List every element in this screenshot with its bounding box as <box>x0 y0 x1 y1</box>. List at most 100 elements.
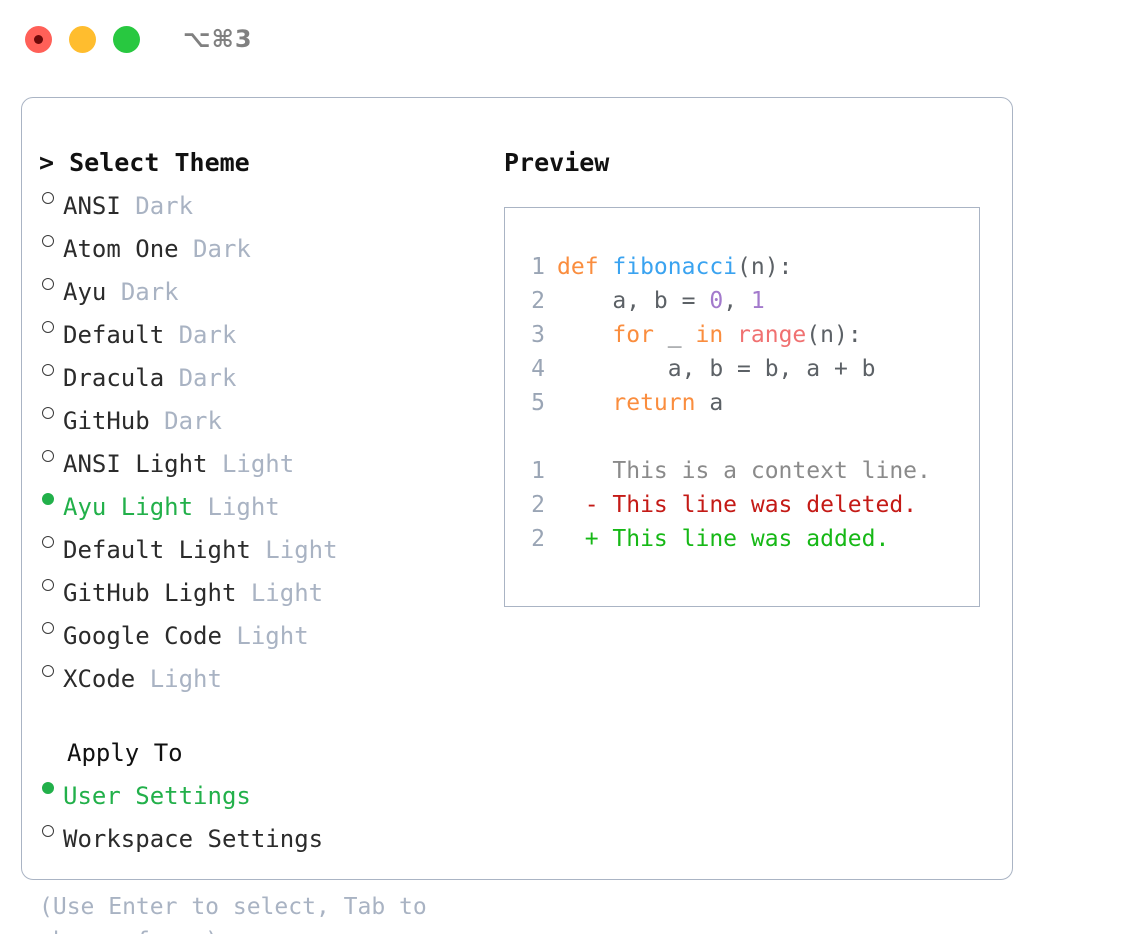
radio-unselected-icon <box>39 266 63 300</box>
recording-indicator-icon <box>34 34 43 44</box>
code-line: 4 a, b = b, a + b <box>519 352 979 386</box>
traffic-light-buttons <box>25 25 140 53</box>
section-spacer <box>39 696 487 736</box>
code-line-number: 2 <box>531 288 545 314</box>
radio-unselected-icon <box>39 610 63 644</box>
code-token-kw: return <box>612 390 696 416</box>
preview-heading: Preview <box>504 148 610 177</box>
code-line: 2 a, b = 0, 1 <box>519 284 979 318</box>
theme-option-variant: Light <box>149 665 222 693</box>
apply-to-option-label: User Settings <box>63 782 251 810</box>
theme-option-variant: Light <box>207 493 280 521</box>
theme-option-label: ANSI Light <box>63 450 208 478</box>
theme-option[interactable]: Atom One Dark <box>39 223 487 266</box>
code-token-plain: _ <box>653 322 696 348</box>
theme-option-label: Ayu <box>63 278 107 306</box>
label-spacer <box>236 576 250 610</box>
radio-circle <box>42 321 54 333</box>
theme-option[interactable]: Dracula Dark <box>39 352 487 395</box>
theme-option[interactable]: Ayu Dark <box>39 266 487 309</box>
code-line-content: a, b = b, a + b <box>557 352 876 386</box>
theme-option[interactable]: XCode Light <box>39 653 487 696</box>
code-line-content: def fibonacci(n): <box>557 250 792 284</box>
radio-unselected-icon <box>39 567 63 601</box>
radio-circle <box>42 364 54 376</box>
theme-option-label: Dracula <box>63 364 165 392</box>
label-spacer <box>121 189 135 223</box>
apply-to-option[interactable]: Workspace Settings <box>39 813 487 856</box>
code-token-plain: (n): <box>806 322 862 348</box>
code-token-plain <box>723 322 737 348</box>
theme-option[interactable]: Default Dark <box>39 309 487 352</box>
theme-option-label: XCode <box>63 665 136 693</box>
label-spacer <box>251 533 265 567</box>
label-spacer <box>208 447 222 481</box>
apply-to-option-label: Workspace Settings <box>63 825 324 853</box>
theme-option-variant: Light <box>250 579 324 607</box>
radio-circle <box>42 493 54 505</box>
radio-unselected-icon <box>39 813 63 847</box>
close-button-icon[interactable] <box>25 25 52 53</box>
radio-unselected-icon <box>39 309 63 343</box>
theme-option[interactable]: Google Code Light <box>39 610 487 653</box>
radio-circle <box>42 450 54 462</box>
diff-line-content-del: - This line was deleted. <box>557 492 918 518</box>
radio-circle <box>42 192 54 204</box>
diff-line: 2 + This line was added. <box>519 522 979 556</box>
theme-option-variant: Light <box>265 536 338 564</box>
label-spacer <box>106 275 120 309</box>
label-spacer <box>164 318 178 352</box>
code-token-num: 0 <box>709 288 724 314</box>
radio-circle <box>42 622 54 634</box>
theme-option[interactable]: ANSI Light Light <box>39 438 487 481</box>
theme-option-label: GitHub Light <box>63 579 237 607</box>
code-token-plain <box>557 390 612 416</box>
code-line-number: 4 <box>531 356 545 382</box>
diff-line-number: 2 <box>531 492 545 518</box>
minimize-button-icon[interactable] <box>69 25 96 53</box>
radio-circle <box>42 579 54 591</box>
theme-option[interactable]: Default Light Light <box>39 524 487 567</box>
radio-selected-icon <box>39 481 63 515</box>
label-spacer <box>135 662 149 696</box>
theme-option-label: Default Light <box>63 536 251 564</box>
apply-to-heading: Apply To <box>67 739 183 767</box>
theme-option[interactable]: GitHub Dark <box>39 395 487 438</box>
select-theme-heading: > Select Theme <box>39 148 250 177</box>
code-line-content: for _ in range(n): <box>557 318 862 352</box>
radio-selected-icon <box>39 770 63 804</box>
code-token-plain: , <box>723 288 751 314</box>
code-token-kw: for <box>612 322 654 348</box>
code-token-kw: in <box>695 322 724 348</box>
theme-option[interactable]: ANSI Dark <box>39 180 487 223</box>
diff-line-content-ctx: This is a context line. <box>557 458 931 484</box>
diff-line: 2 - This line was deleted. <box>519 488 979 522</box>
label-spacer <box>150 404 164 438</box>
code-line: 1 def fibonacci(n): <box>519 250 979 284</box>
code-token-plain: (n): <box>737 254 793 280</box>
code-line: 5 return a <box>519 386 979 420</box>
theme-option[interactable]: Ayu Light Light <box>39 481 487 524</box>
theme-option-variant: Dark <box>164 407 222 435</box>
zoom-button-icon[interactable] <box>113 25 140 53</box>
theme-option[interactable]: GitHub Light Light <box>39 567 487 610</box>
radio-unselected-icon <box>39 653 63 687</box>
apply-to-option[interactable]: User Settings <box>39 770 487 813</box>
radio-circle <box>42 407 54 419</box>
theme-option-variant: Dark <box>178 364 237 392</box>
code-line-number: 1 <box>531 254 545 280</box>
radio-unselected-icon <box>39 223 63 257</box>
code-token-call: range <box>737 322 807 348</box>
code-diff-spacer <box>519 420 979 454</box>
radio-unselected-icon <box>39 180 63 214</box>
code-line: 3 for _ in range(n): <box>519 318 979 352</box>
label-spacer <box>193 490 207 524</box>
window-title-shortcut: ⌥⌘3 <box>183 25 253 53</box>
theme-option-variant: Dark <box>193 235 251 263</box>
code-token-plain <box>557 322 612 348</box>
